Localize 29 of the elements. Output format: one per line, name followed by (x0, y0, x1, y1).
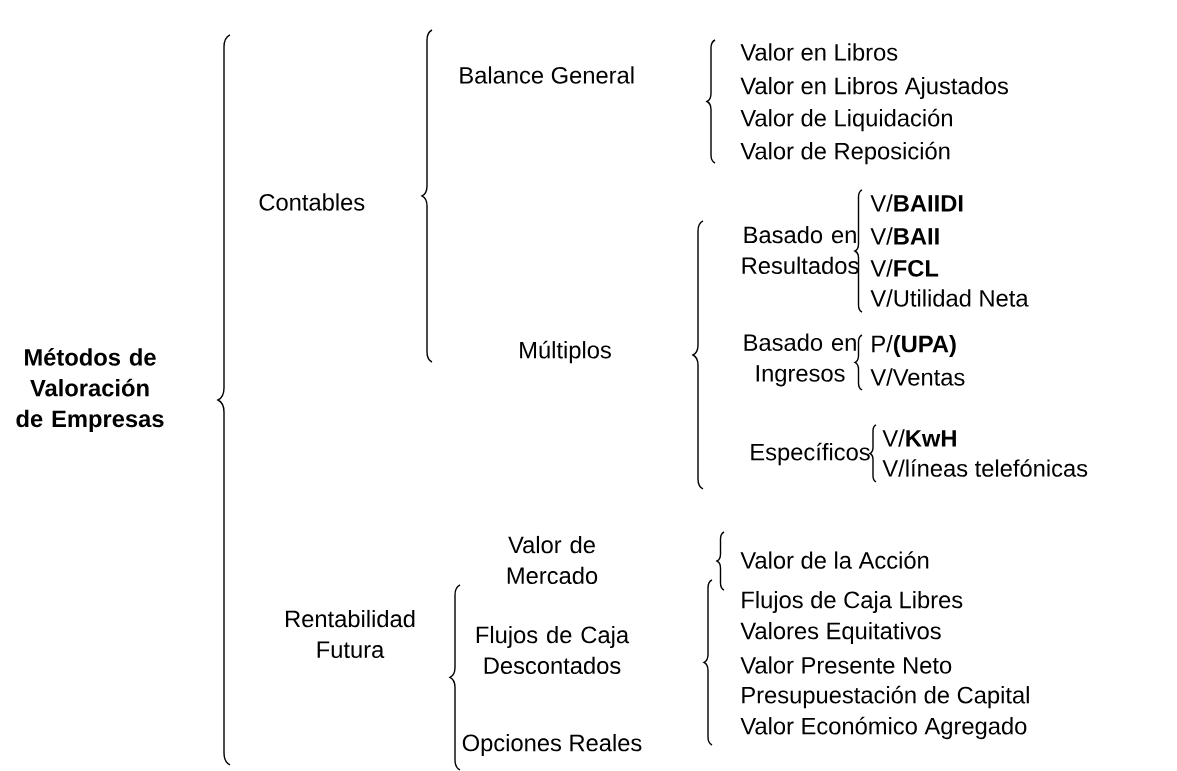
tree-label: Contables (259, 193, 365, 211)
tree-label: Valores Equitativos (740, 621, 941, 645)
tree-label: Balance General (460, 66, 634, 84)
tree-label: Flujos de Caja Libres (742, 590, 963, 614)
tree-label: V/líneas telefónicas (882, 459, 1088, 477)
tree-label: Basado en Resultados (742, 225, 859, 275)
tree-label: Valor en Libros (740, 43, 898, 61)
tree-label: V/FCL (870, 259, 939, 277)
tree-label: Flujos de Caja Descontados (476, 625, 630, 675)
tree-label: Métodos de Valoración de Empresas (16, 348, 164, 432)
tree-label: V/BAIIDI (870, 194, 963, 212)
tree-label: V/Ventas (870, 368, 965, 386)
tree-label: Valor Económico Agregado (740, 716, 1027, 740)
tree-label: Múltiplos (520, 340, 611, 364)
tree-label: Basado en Ingresos (744, 333, 856, 387)
tree-label: V/KwH (882, 429, 956, 447)
tree-label: Específicos (751, 442, 870, 466)
tree-label: Valor de Liquidación (740, 108, 952, 132)
tree-label: Valor de Mercado (507, 535, 598, 585)
tree-label: Opciones Reales (462, 733, 642, 757)
tree-label: Valor Presente Neto (740, 656, 952, 674)
tree-label: Rentabilidad Futura (286, 609, 415, 659)
tree-label: V/BAII (870, 227, 939, 245)
tree-label: Valor en Libros Ajustados (740, 76, 1008, 100)
tree-label: P/(UPA) (872, 334, 956, 358)
tree-label: Valor de Reposición (740, 141, 950, 165)
tree-label: Valor de la Acción (740, 551, 929, 569)
tree-label: V/Utilidad Neta (870, 289, 1029, 307)
tree-label: Presupuestación de Capital (742, 685, 1029, 709)
